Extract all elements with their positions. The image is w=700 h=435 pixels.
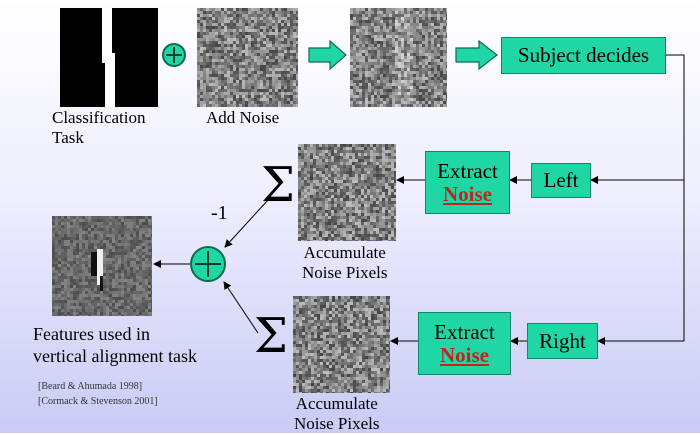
- classification-image-result: [52, 216, 152, 316]
- accumulate-noise-pixels-label: Accumulate Noise Pixels: [294, 394, 379, 435]
- minus-one-label: -1: [211, 201, 228, 225]
- citation: [Beard & Ahumada 1998]: [38, 380, 158, 395]
- extract-noise-box-left: Extract Noise: [425, 151, 510, 214]
- extract-label: Extract: [437, 160, 498, 182]
- citation: [Cormack & Stevenson 2001]: [38, 395, 158, 410]
- combine-operator-icon: [190, 246, 226, 282]
- extract-label: Extract: [434, 321, 495, 343]
- right-response-box: Right: [527, 323, 598, 359]
- sum-sigma-icon: Σ: [261, 161, 295, 209]
- features-caption: Features used in vertical alignment task: [33, 324, 197, 367]
- noise-label: Noise: [443, 183, 492, 205]
- accumulated-noise-image-right: [293, 296, 390, 393]
- citation-list: [Beard & Ahumada 1998] [Cormack & Steven…: [38, 380, 158, 409]
- accumulated-noise-image-left: [298, 144, 396, 241]
- noise-label: Noise: [440, 344, 489, 366]
- extract-noise-box-right: Extract Noise: [418, 312, 511, 375]
- accumulate-noise-pixels-label: Accumulate Noise Pixels: [302, 243, 387, 284]
- sum-sigma-icon: Σ: [254, 312, 288, 360]
- left-response-box: Left: [531, 163, 591, 198]
